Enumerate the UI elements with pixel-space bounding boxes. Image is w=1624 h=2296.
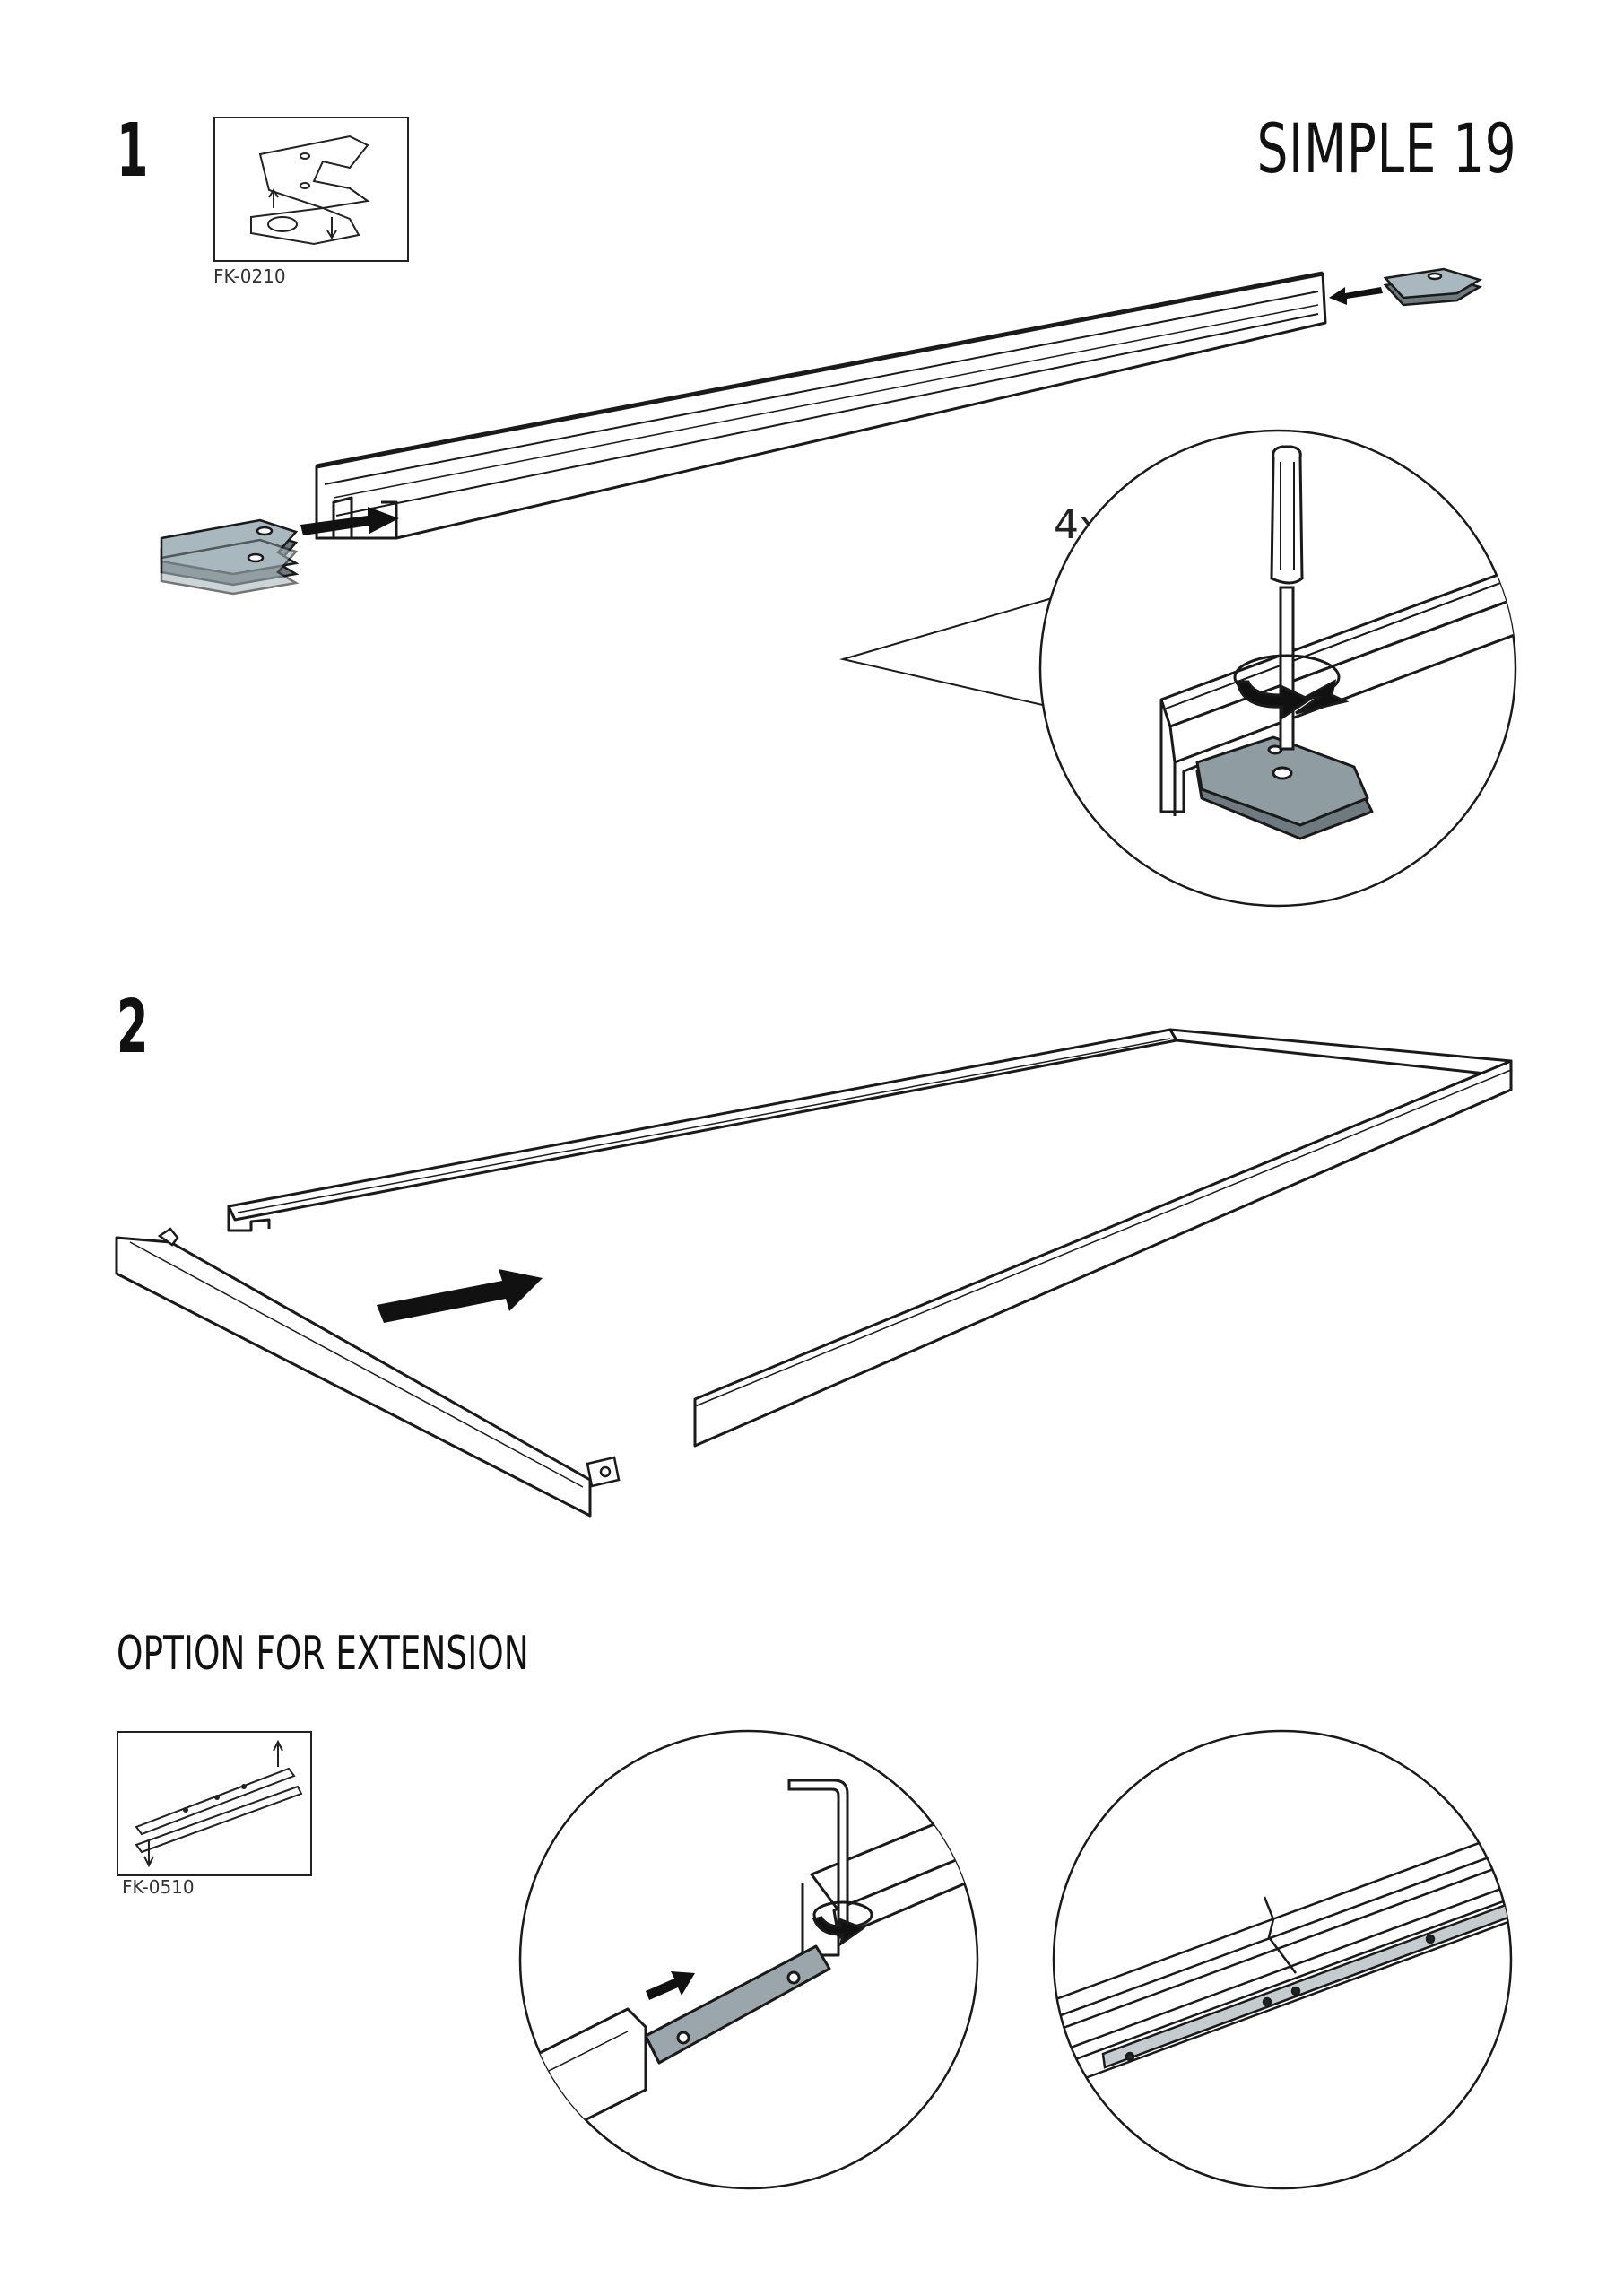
step-1-profile-rail xyxy=(315,271,1327,540)
option-heading: OPTION FOR EXTENSION xyxy=(117,1627,529,1681)
step-2-rail-connectors xyxy=(157,1227,621,1488)
rotation-arrow-icon xyxy=(1233,654,1350,720)
option-part-thumbnail xyxy=(117,1731,312,1876)
step-1-right-bracket xyxy=(1383,267,1483,307)
option-detail-circle-right xyxy=(1052,1729,1513,2190)
push-arrow-icon xyxy=(646,1971,695,2000)
option-detail-circle-left xyxy=(518,1729,979,2190)
step-1-part-code: FK-0210 xyxy=(213,265,286,287)
bracket-icon xyxy=(250,135,370,246)
step-1-part-thumbnail xyxy=(213,117,409,262)
push-arrow-icon xyxy=(300,287,1383,535)
step-2-number: 2 xyxy=(117,985,149,1070)
option-part-code: FK-0510 xyxy=(122,1876,195,1898)
rotation-arrow-icon xyxy=(812,1900,873,1947)
callout-pointer xyxy=(839,596,1059,709)
product-title: SIMPLE 19 xyxy=(1256,109,1516,188)
bracket-icon xyxy=(135,1739,303,1868)
step-1-detail-circle xyxy=(1038,429,1517,908)
push-arrow-icon xyxy=(377,1269,543,1323)
step-1-number: 1 xyxy=(117,109,149,194)
step-1-left-bracket xyxy=(160,518,300,596)
step-2-frame xyxy=(115,1028,1513,1518)
